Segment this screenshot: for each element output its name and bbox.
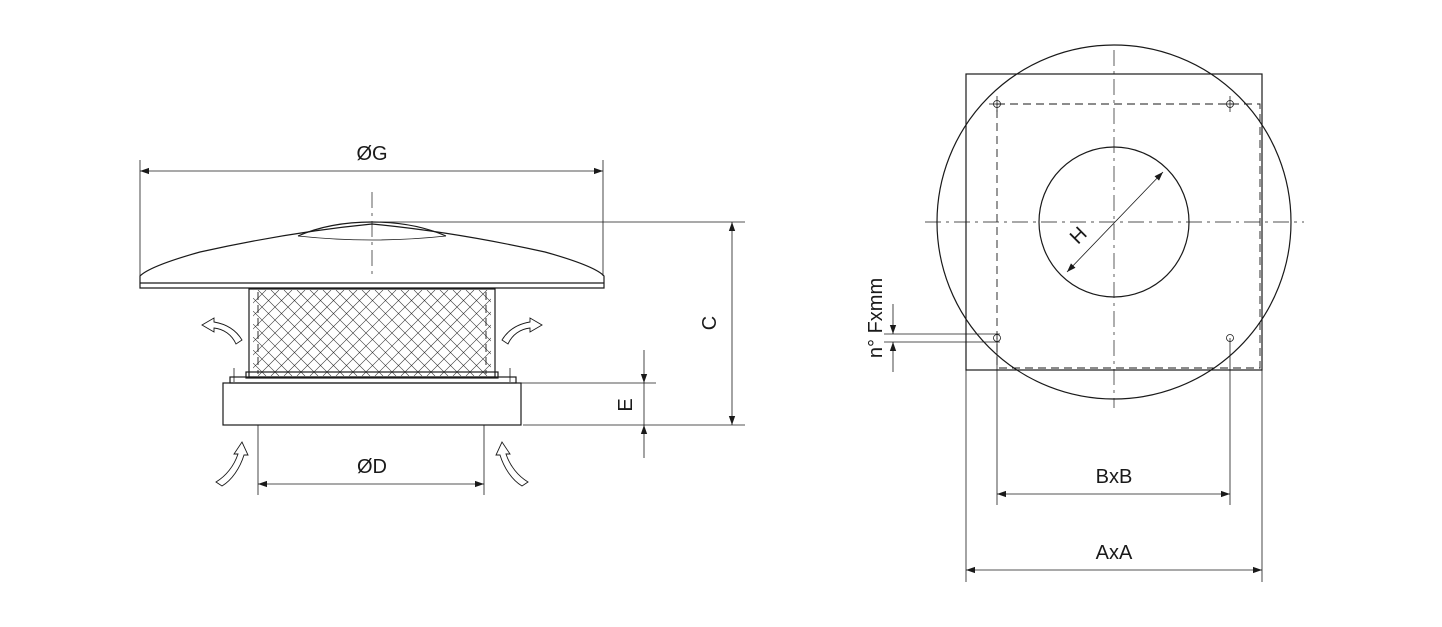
airflow-arrow-lower-left (215, 441, 249, 487)
label-diameter-g: ØG (356, 143, 387, 165)
dimension-bxb: BxB (996, 338, 1231, 505)
label-flange-size: AxA (1096, 542, 1133, 564)
label-diameter-h: H (1066, 223, 1092, 249)
airflow-arrow-upper-left (201, 317, 243, 345)
base-flange (222, 368, 522, 426)
bolt-square (996, 103, 1261, 369)
dimension-holes: n° Fxmm (865, 278, 1000, 372)
dimension-e: E (518, 350, 656, 458)
dimension-g: ØG (139, 143, 604, 276)
bolt-hole (1222, 96, 1238, 112)
airflow-arrow-upper-right (501, 317, 543, 345)
top-view: H n° Fxmm BxB AxA (865, 44, 1304, 582)
bolt-hole (989, 96, 1005, 112)
airflow-arrows (201, 317, 543, 487)
label-diameter-d: ØD (357, 456, 387, 478)
dimension-axa: AxA (965, 370, 1263, 582)
dimension-c: C (380, 221, 745, 426)
side-view: ØG C E ØD (139, 143, 745, 495)
dimension-d: ØD (257, 425, 485, 495)
airflow-arrow-lower-right (495, 441, 529, 487)
bolt-holes (989, 96, 1238, 342)
label-holes: n° Fxmm (865, 278, 887, 358)
label-height-c: C (699, 316, 721, 330)
mesh-housing (248, 288, 496, 378)
label-height-e: E (615, 398, 637, 411)
label-bolt-spacing: BxB (1096, 466, 1133, 488)
